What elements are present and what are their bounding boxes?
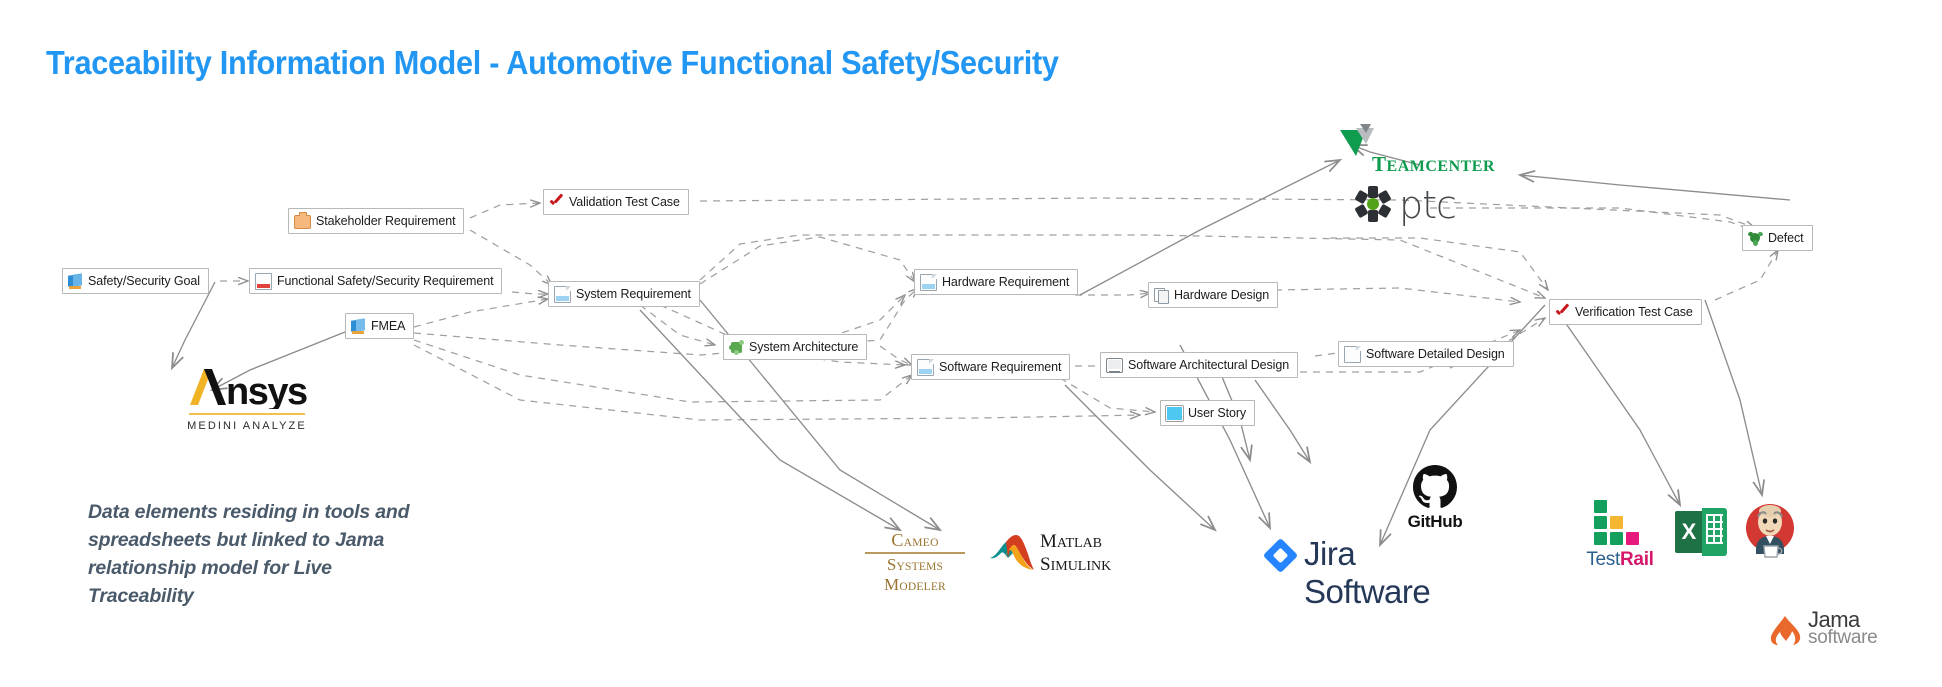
node-label: System Architecture bbox=[749, 339, 859, 354]
matlab-membrane-icon bbox=[990, 535, 1034, 570]
node-system-requirement[interactable]: System Requirement bbox=[548, 281, 700, 307]
cyan-square-icon bbox=[1165, 405, 1184, 422]
excel-letter: X bbox=[1681, 519, 1697, 544]
node-label: User Story bbox=[1188, 405, 1247, 420]
stacked-pages-icon bbox=[1154, 287, 1169, 304]
node-software-requirement[interactable]: Software Requirement bbox=[911, 354, 1071, 380]
testrail-logo: TestRail bbox=[1574, 500, 1666, 571]
microsoft-excel-logo: X bbox=[1675, 508, 1727, 556]
node-label: Functional Safety/Security Requirement bbox=[277, 273, 494, 288]
jira-wordmark: Jira Software bbox=[1304, 535, 1431, 610]
node-label: Stakeholder Requirement bbox=[316, 213, 456, 228]
node-label: Verification Test Case bbox=[1575, 304, 1693, 319]
ansys-medini-analyze-logo: nsys MEDINI ANALYZE bbox=[182, 365, 312, 432]
node-functional-safety-security-requirement[interactable]: Functional Safety/Security Requirement bbox=[249, 268, 503, 294]
node-label: Hardware Design bbox=[1174, 287, 1270, 302]
node-label: Validation Test Case bbox=[569, 194, 680, 209]
node-label: FMEA bbox=[371, 318, 406, 333]
node-validation-test-case[interactable]: Validation Test Case bbox=[543, 189, 689, 215]
node-label: Software Detailed Design bbox=[1366, 346, 1505, 361]
cameo-systems-modeler-logo: CAMEO SYSTEMS MODELER bbox=[855, 530, 975, 595]
monitor-icon bbox=[1106, 358, 1123, 373]
green-bug-icon bbox=[1747, 230, 1764, 246]
red-check-icon bbox=[1555, 305, 1570, 320]
node-safety-security-goal[interactable]: Safety/Security Goal bbox=[62, 268, 209, 294]
node-software-architectural-design[interactable]: Software Architectural Design bbox=[1100, 352, 1299, 378]
jama-line2: software bbox=[1808, 627, 1878, 648]
node-hardware-requirement[interactable]: Hardware Requirement bbox=[914, 269, 1079, 295]
briefcase-icon bbox=[294, 212, 311, 229]
cameo-line2: SYSTEMS MODELER bbox=[884, 554, 946, 594]
github-octocat-icon bbox=[1413, 465, 1457, 508]
ptc-mark-icon bbox=[1354, 186, 1392, 222]
jira-diamond-icon bbox=[1262, 537, 1299, 574]
testrail-wordmark: TestRail bbox=[1574, 549, 1666, 571]
jama-flame-icon bbox=[1770, 616, 1801, 645]
excel-tab-icon bbox=[1675, 511, 1703, 553]
matlab-line1: MATLAB bbox=[1040, 531, 1103, 552]
node-label: System Requirement bbox=[576, 286, 691, 301]
node-hardware-design[interactable]: Hardware Design bbox=[1148, 282, 1279, 308]
github-logo: GitHub bbox=[1395, 465, 1475, 532]
node-fmea[interactable]: FMEA bbox=[345, 313, 415, 339]
red-check-icon bbox=[549, 195, 564, 210]
node-label: Software Architectural Design bbox=[1128, 357, 1290, 372]
jenkins-butler-icon bbox=[1746, 504, 1794, 558]
node-verification-test-case[interactable]: Verification Test Case bbox=[1549, 299, 1702, 325]
document-blue-icon bbox=[917, 358, 934, 376]
node-stakeholder-requirement[interactable]: Stakeholder Requirement bbox=[288, 208, 465, 234]
node-user-story[interactable]: User Story bbox=[1160, 400, 1256, 426]
node-label: Hardware Requirement bbox=[942, 274, 1070, 289]
ansys-wordmark: nsys bbox=[182, 365, 312, 413]
cameo-divider bbox=[865, 552, 965, 554]
page-title: Traceability Information Model - Automot… bbox=[46, 44, 1059, 81]
jenkins-logo bbox=[1742, 502, 1798, 560]
blank-document-icon bbox=[1344, 345, 1361, 363]
matlab-line2: SIMULINK bbox=[1040, 554, 1112, 575]
node-label: Defect bbox=[1768, 230, 1804, 245]
node-label: Safety/Security Goal bbox=[88, 273, 200, 288]
testrail-text-a: Test bbox=[1586, 549, 1620, 570]
svg-text:nsys: nsys bbox=[226, 371, 307, 409]
ansys-divider bbox=[189, 413, 305, 415]
node-defect[interactable]: Defect bbox=[1742, 225, 1813, 251]
node-software-detailed-design[interactable]: Software Detailed Design bbox=[1338, 341, 1514, 367]
jama-wordmark: Jama software bbox=[1808, 607, 1878, 648]
ansys-a-icon: nsys bbox=[190, 369, 308, 413]
github-wordmark: GitHub bbox=[1407, 512, 1463, 531]
document-blue-icon bbox=[554, 285, 571, 303]
document-red-icon bbox=[255, 272, 272, 290]
goal-document-icon bbox=[68, 272, 83, 289]
teamcenter-wordmark: TEAMCENTER bbox=[1372, 152, 1496, 176]
fmea-document-icon bbox=[351, 317, 366, 334]
ansys-subtitle: MEDINI ANALYZE bbox=[187, 420, 307, 432]
matlab-wordmark: MATLAB SIMULINK bbox=[1040, 531, 1111, 577]
testrail-grid-icon bbox=[1594, 500, 1646, 546]
green-puzzle-icon bbox=[729, 339, 744, 355]
jama-line1: Jama bbox=[1808, 607, 1860, 632]
ptc-wordmark: ptc bbox=[1399, 183, 1457, 227]
testrail-text-b: Rail bbox=[1620, 549, 1654, 570]
diagram-caption: Data elements residing in tools and spre… bbox=[88, 501, 410, 607]
cameo-line1: CAMEO bbox=[891, 530, 939, 550]
node-system-architecture[interactable]: System Architecture bbox=[723, 334, 868, 360]
excel-grid-icon bbox=[1706, 514, 1723, 550]
document-blue-icon bbox=[920, 273, 937, 291]
node-label: Software Requirement bbox=[939, 359, 1062, 374]
